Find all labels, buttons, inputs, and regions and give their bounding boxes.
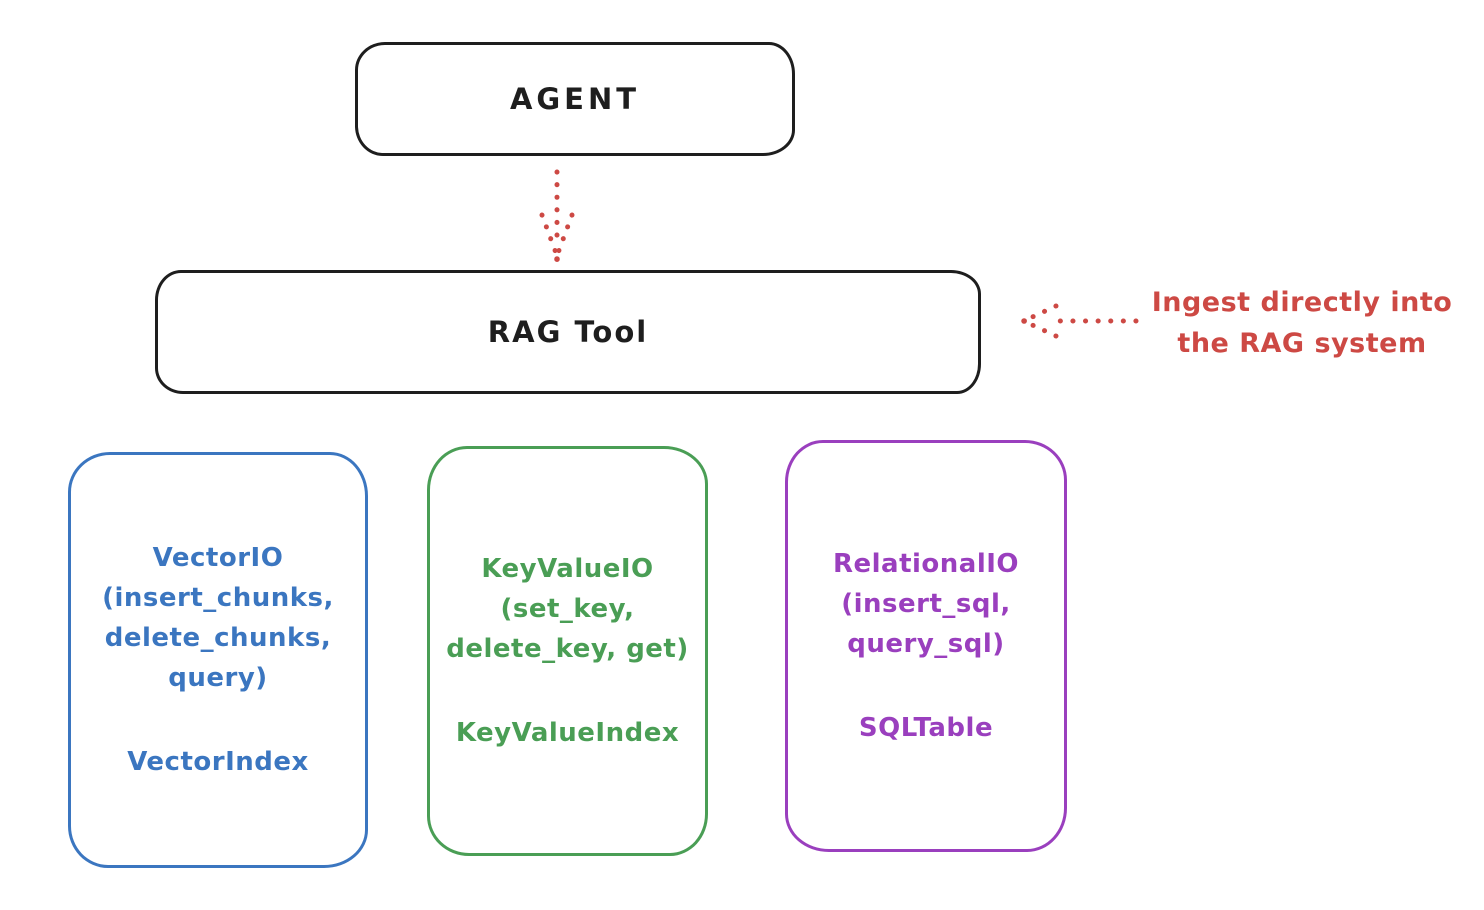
keyvalue-io-card-body: KeyValueIO (set_key, delete_key, get) [446, 554, 689, 664]
rag-tool-node: RAG Tool [155, 270, 981, 394]
relational-io-card-footer: SQLTable [858, 713, 994, 743]
agent-node-label: AGENT [509, 82, 641, 116]
agent-node: AGENT [355, 42, 795, 156]
vector-io-card-body: VectorIO (insert_chunks, delete_chunks, … [102, 543, 334, 693]
ingest-annotation-text: Ingest directly into the RAG system [1151, 287, 1453, 359]
keyvalue-io-card-footer: KeyValueIndex [455, 718, 680, 748]
ingest-annotation-arrow [1021, 303, 1139, 339]
relational-io-card: RelationalIO (insert_sql, query_sql) SQL… [785, 440, 1067, 852]
keyvalue-io-card: KeyValueIO (set_key, delete_key, get) Ke… [427, 446, 708, 856]
relational-io-card-body: RelationalIO (insert_sql, query_sql) [832, 549, 1020, 659]
agent-to-rag-arrow [539, 169, 575, 262]
vector-io-card-footer: VectorIndex [127, 747, 309, 777]
vector-io-card: VectorIO (insert_chunks, delete_chunks, … [68, 452, 368, 868]
rag-tool-node-label: RAG Tool [487, 315, 649, 349]
